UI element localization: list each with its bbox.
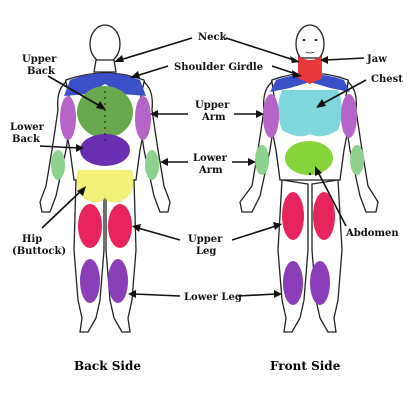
- caption-front-side: Front Side: [270, 359, 341, 373]
- label-shoulder-girdle: Shoulder Girdle: [174, 62, 263, 73]
- back-left-lower-arm: [51, 150, 65, 180]
- label-jaw: Jaw: [366, 54, 387, 65]
- back-left-lower-leg: [80, 259, 100, 303]
- leader-lines: [39, 37, 367, 298]
- back-shoulder-girdle: [64, 73, 146, 96]
- front-left-lower-arm: [255, 145, 269, 175]
- front-navel: [308, 172, 312, 176]
- labels: Neck Jaw Shoulder Girdle Chest Upper Bac…: [10, 32, 403, 303]
- front-left-upper-arm: [263, 94, 279, 138]
- label-upper-arm-1: Upper: [195, 100, 230, 111]
- front-right-upper-leg: [313, 192, 335, 240]
- label-lower-back-1: Lower: [10, 122, 45, 133]
- front-head: [295, 24, 325, 64]
- back-right-lower-arm: [145, 150, 159, 180]
- label-upper-back-1: Upper: [22, 54, 57, 65]
- label-lower-leg: Lower Leg: [184, 292, 242, 303]
- back-right-leg: [105, 179, 137, 333]
- back-neck: [93, 59, 117, 73]
- front-left-upper-leg: [282, 192, 304, 240]
- front-left-lower-leg: [283, 261, 303, 305]
- front-right-lower-arm: [350, 145, 364, 175]
- label-upper-leg-2: Leg: [196, 246, 216, 257]
- front-abdomen: [285, 141, 333, 175]
- back-lower-back: [80, 134, 130, 166]
- label-abdomen: Abdomen: [345, 228, 399, 239]
- back-right-lower-leg: [108, 259, 128, 303]
- back-left-upper-leg: [78, 204, 102, 248]
- label-lower-arm-2: Arm: [198, 165, 223, 176]
- label-hip-1: Hip: [22, 234, 42, 245]
- back-right-upper-leg: [108, 204, 132, 248]
- front-right-lower-leg: [310, 261, 330, 305]
- front-chest: [278, 90, 342, 137]
- back-right-upper-arm: [135, 96, 151, 140]
- front-shoulder-girdle: [270, 74, 350, 92]
- label-upper-arm-2: Arm: [201, 112, 226, 123]
- label-lower-arm-1: Lower: [193, 153, 228, 164]
- label-lower-back-2: Back: [12, 134, 41, 145]
- front-neck-jaw: [298, 56, 322, 84]
- back-left-leg: [73, 179, 105, 333]
- back-head: [89, 24, 121, 64]
- back-hip: [76, 170, 134, 203]
- back-spine-dots: [104, 91, 106, 141]
- back-upper-back: [77, 86, 133, 138]
- label-neck: Neck: [198, 32, 228, 43]
- label-upper-back-2: Back: [27, 66, 56, 77]
- front-face: [302, 39, 318, 54]
- back-left-upper-arm: [60, 96, 76, 140]
- caption-back-side: Back Side: [74, 359, 141, 373]
- front-right-upper-arm: [341, 94, 357, 138]
- label-upper-leg-1: Upper: [188, 234, 223, 245]
- label-hip-2: (Buttock): [12, 246, 66, 257]
- label-chest: Chest: [371, 74, 403, 85]
- front-figure: [239, 24, 379, 333]
